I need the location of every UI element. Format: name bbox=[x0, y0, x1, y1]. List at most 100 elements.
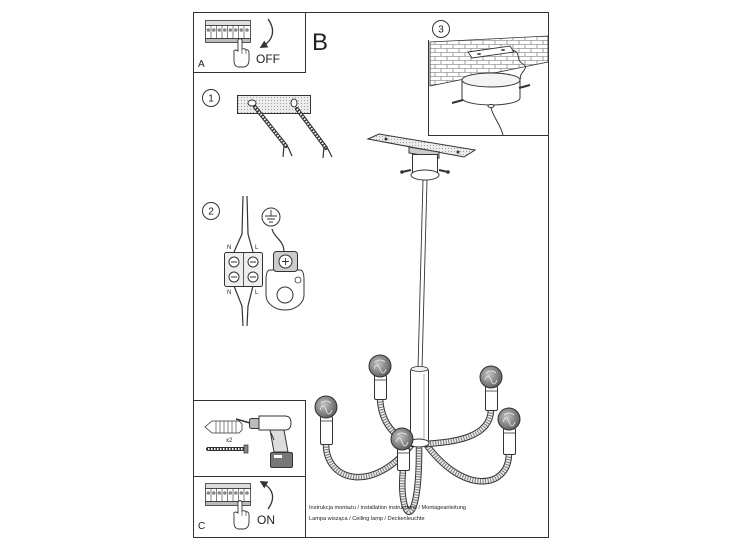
screw-icon bbox=[295, 107, 333, 159]
step-2-wiring: 2 N L N L bbox=[202, 195, 305, 327]
wire-neutral-top bbox=[233, 195, 244, 253]
footer-line-2: Lampa wisząca / Ceiling lamp / Deckenleu… bbox=[309, 516, 425, 522]
bulb-filament bbox=[319, 400, 333, 415]
bulb-filament bbox=[395, 432, 409, 447]
light-bulb-icon bbox=[390, 427, 414, 471]
step-c-action: ON bbox=[257, 513, 275, 527]
footer-line-1: Instrukcja montażu / installation instru… bbox=[309, 505, 466, 511]
step-3-badge bbox=[432, 20, 450, 38]
step-c-panel: ON C bbox=[193, 476, 306, 538]
curved-arrow-icon bbox=[259, 18, 274, 49]
ground-symbol-ring bbox=[261, 207, 281, 227]
bar-hole bbox=[456, 150, 460, 154]
wall-plug-icon bbox=[204, 420, 243, 434]
drill-icon bbox=[235, 415, 293, 468]
bulb-glass bbox=[368, 354, 392, 378]
step-a-panel: OFF A bbox=[193, 12, 306, 73]
canopy-screw bbox=[451, 99, 464, 104]
plate-slot bbox=[290, 98, 298, 108]
step-3-number: 3 bbox=[438, 25, 444, 36]
label-top-live: L bbox=[255, 245, 259, 251]
ground-screw-cross bbox=[282, 258, 289, 265]
screw-icon bbox=[253, 105, 293, 158]
step-1-badge bbox=[202, 89, 220, 107]
wall-plug-tip bbox=[282, 144, 293, 158]
terminal-screw-slots bbox=[231, 261, 256, 278]
holder-screw-head bbox=[446, 170, 450, 174]
wall-plug-body bbox=[204, 420, 243, 434]
arm-coil bbox=[400, 443, 422, 514]
bulb-glass bbox=[390, 427, 414, 451]
bulb-glass bbox=[497, 407, 521, 431]
ground-wire bbox=[271, 228, 285, 253]
light-bulb-icon bbox=[479, 365, 503, 411]
step-c-label: C bbox=[198, 521, 205, 532]
screw-icon bbox=[206, 444, 249, 454]
step-b-label: B bbox=[312, 29, 328, 56]
screw-thread bbox=[254, 106, 287, 147]
bracket-hole bbox=[477, 53, 481, 55]
bracket-hole bbox=[501, 49, 505, 51]
bulb-filament bbox=[502, 412, 516, 427]
bulb-socket bbox=[374, 375, 387, 400]
holder-screw-head bbox=[400, 170, 404, 174]
curved-arrow-icon bbox=[259, 480, 274, 510]
light-bulb-icon bbox=[314, 395, 338, 445]
inset-border bbox=[428, 40, 548, 136]
earth-mark bbox=[294, 276, 302, 284]
arm-right bbox=[422, 440, 513, 485]
bulb-socket bbox=[503, 428, 516, 455]
step-a-action: OFF bbox=[256, 52, 280, 66]
fixings-quantity: x2 bbox=[226, 438, 233, 444]
ground-symbol-icon bbox=[261, 207, 281, 227]
step-2-number: 2 bbox=[208, 207, 214, 218]
bulb-filament bbox=[484, 370, 498, 385]
terminal-strip-icon bbox=[205, 20, 251, 43]
drill-bit bbox=[235, 418, 251, 424]
supply-wire bbox=[511, 49, 526, 80]
light-bulb-icon bbox=[368, 354, 392, 400]
ground-lug-hole bbox=[276, 286, 294, 304]
screw-head bbox=[243, 444, 249, 454]
bar-hole bbox=[384, 137, 388, 141]
arm-coil bbox=[426, 409, 494, 447]
wall-plug-ribs bbox=[215, 421, 237, 433]
bulb-socket bbox=[397, 448, 410, 471]
fixings-panel: x2 bbox=[193, 400, 306, 477]
arm-upper-right bbox=[423, 406, 495, 448]
holder-base bbox=[410, 169, 440, 181]
ceiling-lamp-illustration bbox=[314, 133, 521, 515]
wire-neutral-bottom bbox=[233, 285, 244, 327]
step-1-mounting: 1 bbox=[202, 89, 333, 159]
wire-live-bottom bbox=[246, 285, 254, 327]
bulb-glass bbox=[314, 395, 338, 419]
wall-plug-tip bbox=[322, 146, 333, 159]
arm-front bbox=[399, 440, 423, 515]
light-bulb-icon bbox=[497, 407, 521, 455]
step-1-number: 1 bbox=[208, 94, 214, 105]
label-top-neutral: N bbox=[227, 245, 231, 251]
drill-trigger bbox=[270, 432, 275, 441]
label-bottom-neutral: N bbox=[227, 290, 231, 296]
step-a-label: A bbox=[198, 59, 205, 70]
arm-coil bbox=[424, 442, 512, 484]
mounting-bracket bbox=[467, 45, 515, 59]
drill-body bbox=[258, 415, 292, 431]
canopy-screw bbox=[518, 84, 531, 89]
drill-battery bbox=[270, 452, 293, 468]
arm-coil bbox=[377, 398, 414, 447]
screw-thread bbox=[296, 108, 327, 149]
plate-slot bbox=[247, 99, 257, 107]
suspension-cable bbox=[490, 106, 504, 136]
drill-chuck bbox=[249, 418, 260, 429]
bulb-socket bbox=[485, 386, 498, 411]
canopy-top bbox=[461, 72, 521, 88]
wire-live-top bbox=[246, 195, 254, 253]
drill-battery-label bbox=[274, 455, 282, 458]
step-3-inset: 3 bbox=[428, 20, 549, 136]
ceiling-surface bbox=[429, 35, 549, 87]
bulb-glass bbox=[479, 365, 503, 389]
step-2-badge bbox=[202, 202, 220, 220]
label-bottom-live: L bbox=[255, 290, 259, 296]
